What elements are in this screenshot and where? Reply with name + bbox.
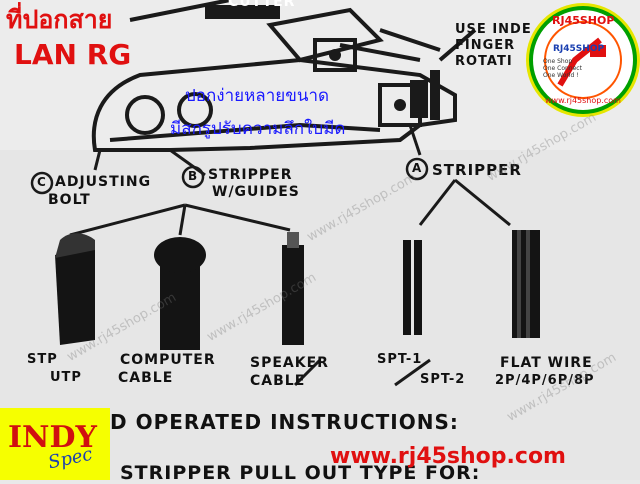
pull-out-instructions: STRIPPER PULL OUT TYPE FOR: [120, 462, 481, 484]
cutter-label: CUTTER [228, 0, 296, 10]
logo-url: www.rj45shop.com [545, 96, 621, 105]
guides-label: W/GUIDES [212, 184, 300, 200]
overlay-text-2: มีสกรูปรับความลึกใบมีด [170, 119, 346, 139]
stp-label: STP [27, 352, 58, 367]
use-index-label: USE INDE [455, 22, 532, 37]
logo-ring-text: RJ45SHOP [552, 14, 615, 27]
stripper-label: STRIPPER [432, 161, 522, 179]
finger-label: FINGER [455, 38, 516, 53]
letter-a: A [412, 161, 423, 175]
utp-label: UTP [50, 370, 82, 385]
website-url: www.rj45shop.com [330, 444, 566, 469]
spt1-label: SPT-1 [377, 352, 423, 367]
logo-inner-text: RJ45SHOP [553, 44, 605, 54]
rj45shop-logo-graphic [526, 3, 640, 117]
flat-wire-sizes: 2P/4P/6P/8P [495, 373, 595, 388]
cable-drawings [55, 230, 540, 350]
rotation-label: ROTATI [455, 54, 513, 69]
logo-tagline-1: One Shop [543, 58, 573, 65]
letter-b: B [188, 169, 199, 183]
logo-tagline-2: One Connect [543, 65, 582, 72]
flat-wire-label: FLAT WIRE [500, 355, 593, 371]
letter-c: C [37, 175, 47, 189]
overlay-text-1: ปอกง่ายหลายขนาด [185, 86, 330, 106]
spt2-label: SPT-2 [420, 372, 466, 387]
speaker-label: SPEAKER [250, 355, 329, 371]
logo-tagline-3: One World ! [543, 72, 579, 79]
stripper-guides-label: STRIPPER [208, 167, 293, 183]
thai-title: ที่ปอกสาย [6, 5, 113, 34]
bolt-label: BOLT [48, 192, 91, 208]
lan-rg-title: LAN RG [14, 38, 132, 71]
indy-brand: INDY [8, 420, 97, 455]
brand-badge-bg [0, 408, 110, 480]
speaker-cable-label: CABLE [250, 373, 306, 389]
adjusting-label: ADJUSTING [55, 174, 152, 190]
computer-cable-label: CABLE [118, 370, 174, 386]
computer-label: COMPUTER [120, 352, 216, 368]
operated-instructions: D OPERATED INSTRUCTIONS: [110, 410, 459, 434]
